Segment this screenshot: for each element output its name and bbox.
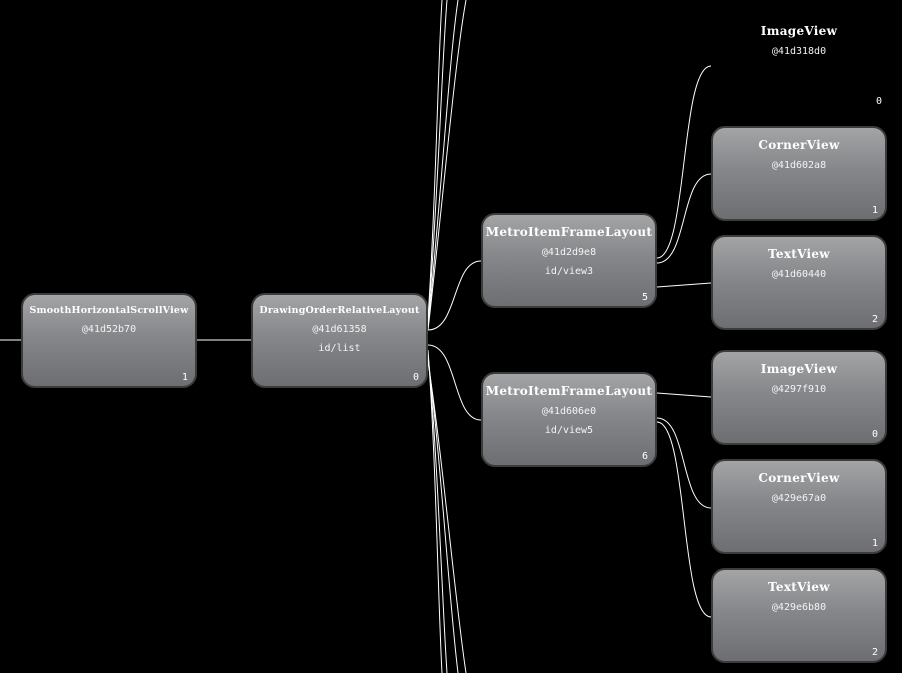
node-metro-item-frame-layout-view5[interactable]: MetroItemFrameLayout @41d606e0 id/view5 …	[481, 372, 657, 467]
node-class-name: ImageView	[760, 362, 838, 376]
node-hash: @429e6b80	[771, 602, 827, 613]
connector-metro3-to-imageview-a	[656, 65, 712, 259]
node-index: 0	[871, 429, 878, 440]
connector-metro3-to-cornerview-a	[656, 173, 712, 264]
connector-metro3-to-textview-a	[656, 282, 712, 288]
connector-fan-up-2	[427, 0, 448, 323]
connector-fan-down-4	[427, 361, 467, 673]
node-smooth-horizontal-scroll-view[interactable]: SmoothHorizontalScrollView @41d52b70 1	[21, 293, 197, 388]
node-class-name: TextView	[768, 580, 830, 594]
node-hash: @41d606e0	[541, 406, 597, 417]
node-image-view-a[interactable]: ImageView @41d318d0 0	[711, 14, 887, 110]
node-index: 0	[412, 372, 419, 383]
node-class-name: SmoothHorizontalScrollView	[29, 305, 189, 316]
connector-drawing-to-metro-view3	[427, 260, 482, 331]
node-corner-view-b[interactable]: CornerView @429e67a0 1	[711, 459, 887, 554]
node-hash: @429e67a0	[771, 493, 827, 504]
connector-metro5-to-cornerview-b	[656, 417, 712, 509]
node-index: 5	[641, 292, 648, 303]
node-resource-id: id/view3	[544, 266, 594, 277]
connector-metro5-to-imageview-b	[656, 392, 712, 398]
node-class-name: DrawingOrderRelativeLayout	[259, 305, 420, 316]
node-hash: @41d52b70	[81, 324, 137, 335]
node-resource-id: id/view5	[544, 425, 594, 436]
node-index: 1	[181, 372, 188, 383]
node-hash: @41d318d0	[771, 46, 827, 57]
node-resource-id: id/list	[318, 343, 361, 354]
node-class-name: TextView	[768, 247, 830, 261]
connector-fan-up-3	[427, 0, 459, 327]
connector-metro5-to-textview-b	[656, 421, 712, 618]
node-hash: @41d61358	[312, 324, 367, 335]
node-index: 0	[875, 96, 882, 107]
node-hash: @4297f910	[771, 384, 827, 395]
node-class-name: CornerView	[758, 138, 840, 152]
node-hash: @41d2d9e8	[541, 247, 597, 258]
node-index: 1	[871, 538, 878, 549]
connector-fan-down-1	[427, 349, 443, 673]
node-class-name: ImageView	[760, 24, 838, 38]
connector-fan-up-4	[427, 0, 467, 331]
node-hash: @41d60440	[771, 269, 827, 280]
connector-drawing-to-metro-view5	[427, 344, 482, 421]
node-class-name: MetroItemFrameLayout	[485, 225, 653, 239]
node-hash: @41d602a8	[771, 160, 827, 171]
node-class-name: MetroItemFrameLayout	[485, 384, 653, 398]
connector-fan-up-1	[427, 0, 443, 319]
node-index: 1	[871, 205, 878, 216]
node-index: 6	[641, 451, 648, 462]
node-drawing-order-relative-layout[interactable]: DrawingOrderRelativeLayout @41d61358 id/…	[251, 293, 428, 388]
node-index: 2	[871, 647, 878, 658]
node-corner-view-a[interactable]: CornerView @41d602a8 1	[711, 126, 887, 221]
node-text-view-b[interactable]: TextView @429e6b80 2	[711, 568, 887, 663]
node-text-view-a[interactable]: TextView @41d60440 2	[711, 235, 887, 330]
node-index: 2	[871, 314, 878, 325]
node-metro-item-frame-layout-view3[interactable]: MetroItemFrameLayout @41d2d9e8 id/view3 …	[481, 213, 657, 308]
node-class-name: CornerView	[758, 471, 840, 485]
connector-fan-down-2	[427, 353, 448, 673]
node-image-view-b[interactable]: ImageView @4297f910 0	[711, 350, 887, 445]
